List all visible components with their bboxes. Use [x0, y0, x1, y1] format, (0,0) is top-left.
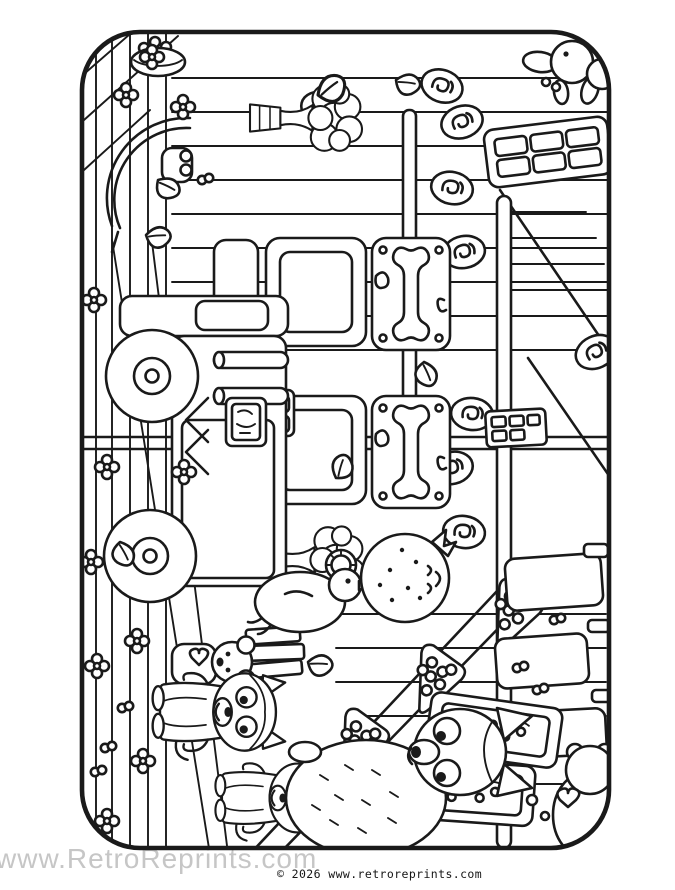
artwork-clip-group [82, 33, 609, 848]
racket [105, 116, 192, 254]
window-panes [482, 115, 609, 189]
toy-keyboard [484, 407, 548, 449]
rounded-border-frame [79, 29, 612, 851]
strawberry-pal [359, 528, 458, 624]
copyright-text: © 2026 www.retroreprints.com [277, 867, 483, 881]
hallway-perspective [498, 188, 609, 482]
bilby-plush [521, 39, 609, 106]
toy-car [160, 146, 194, 184]
big-heeler-dog [284, 706, 534, 848]
toy-truck [102, 294, 290, 604]
